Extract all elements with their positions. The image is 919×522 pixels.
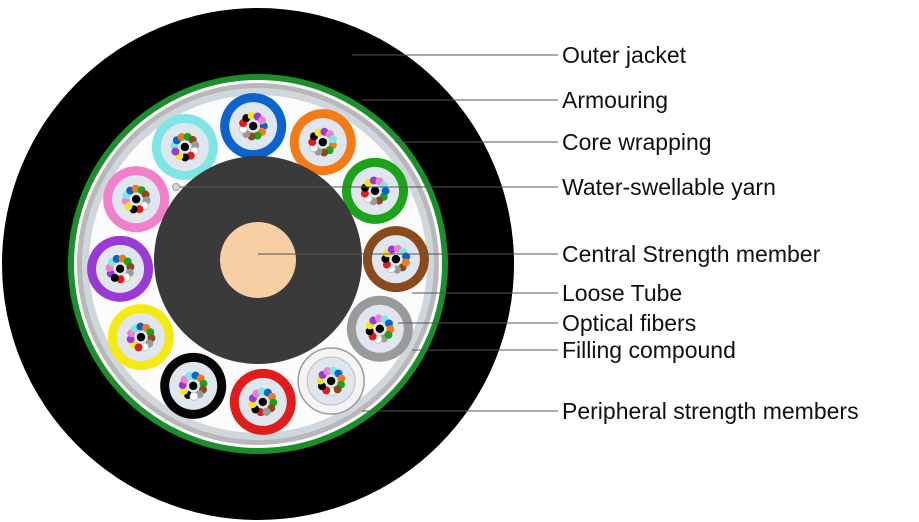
label-core-wrapping: Core wrapping <box>562 129 712 155</box>
loose-tube-pink-tube <box>103 166 170 233</box>
label-optical-fibers: Optical fibers <box>562 310 696 336</box>
optical-fiber <box>248 121 258 131</box>
optical-fiber <box>402 252 411 261</box>
label-filling-compound: Filling compound <box>562 337 736 363</box>
optical-fiber <box>375 196 384 205</box>
optical-fiber <box>360 189 369 198</box>
optical-fiber <box>185 371 194 380</box>
optical-fiber <box>199 379 208 388</box>
optical-fiber <box>136 332 146 342</box>
optical-fiber <box>126 262 135 271</box>
optical-fiber <box>328 135 337 144</box>
loose-tube-violet-tube <box>87 235 154 302</box>
optical-fiber <box>189 381 198 391</box>
loose-tubes-group <box>87 93 429 435</box>
optical-fiber <box>110 273 119 282</box>
loose-tube-green-tube <box>342 157 409 224</box>
optical-fiber <box>131 195 141 204</box>
loose-tube-orange-tube <box>289 109 356 176</box>
optical-fiber <box>326 376 336 386</box>
callouts: Outer jacket Armouring Core wrapping Wat… <box>180 42 859 424</box>
label-central-strength-member: Central Strength member <box>562 241 821 267</box>
optical-fiber <box>387 245 396 254</box>
loose-tube-aqua-tube <box>151 113 218 180</box>
cable-cross-section <box>2 8 514 520</box>
label-outer-jacket: Outer jacket <box>562 42 687 68</box>
optical-fiber <box>134 343 143 352</box>
optical-fiber <box>318 137 327 147</box>
optical-fiber <box>112 254 121 263</box>
optical-fiber <box>323 367 332 376</box>
optical-fiber <box>375 324 385 333</box>
optical-fiber <box>180 142 190 152</box>
label-peripheral-strength-members: Peripheral strength members <box>562 398 859 424</box>
water-swellable-yarn <box>172 183 180 191</box>
loose-tube-blue-tube <box>220 93 287 160</box>
optical-fiber <box>247 111 256 120</box>
optical-fiber <box>370 186 380 196</box>
optical-fiber <box>258 116 267 125</box>
optical-fiber <box>126 335 135 344</box>
optical-fiber <box>337 374 346 383</box>
optical-fiber <box>135 205 144 214</box>
loose-tube-white-tube <box>297 347 365 415</box>
optical-fiber <box>189 391 199 401</box>
loose-tube-brown-tube <box>362 226 429 293</box>
loose-tube-gray-tube <box>346 295 413 362</box>
optical-fiber <box>253 131 262 140</box>
optical-fiber <box>333 385 342 394</box>
optical-fiber <box>401 258 410 267</box>
optical-fiber <box>124 202 133 211</box>
optical-fiber <box>314 128 323 137</box>
optical-fiber <box>177 132 186 141</box>
label-loose-tube: Loose Tube <box>562 280 682 306</box>
loose-tube-red-tube <box>229 368 296 435</box>
optical-fiber <box>381 187 390 196</box>
loose-tube-yellow-tube <box>107 304 174 371</box>
central-strength-member <box>220 222 296 298</box>
loose-tube-black-tube <box>160 352 227 419</box>
label-water-swellable-yarn: Water-swellable yarn <box>562 174 776 200</box>
label-armouring: Armouring <box>562 87 668 113</box>
optical-fiber <box>365 327 374 336</box>
optical-fiber <box>248 400 257 409</box>
optical-fiber <box>171 147 180 156</box>
optical-fiber <box>258 397 268 407</box>
optical-fiber <box>262 407 271 416</box>
optical-fiber <box>115 264 125 274</box>
optical-fiber <box>391 254 401 264</box>
optical-fiber <box>384 330 393 339</box>
